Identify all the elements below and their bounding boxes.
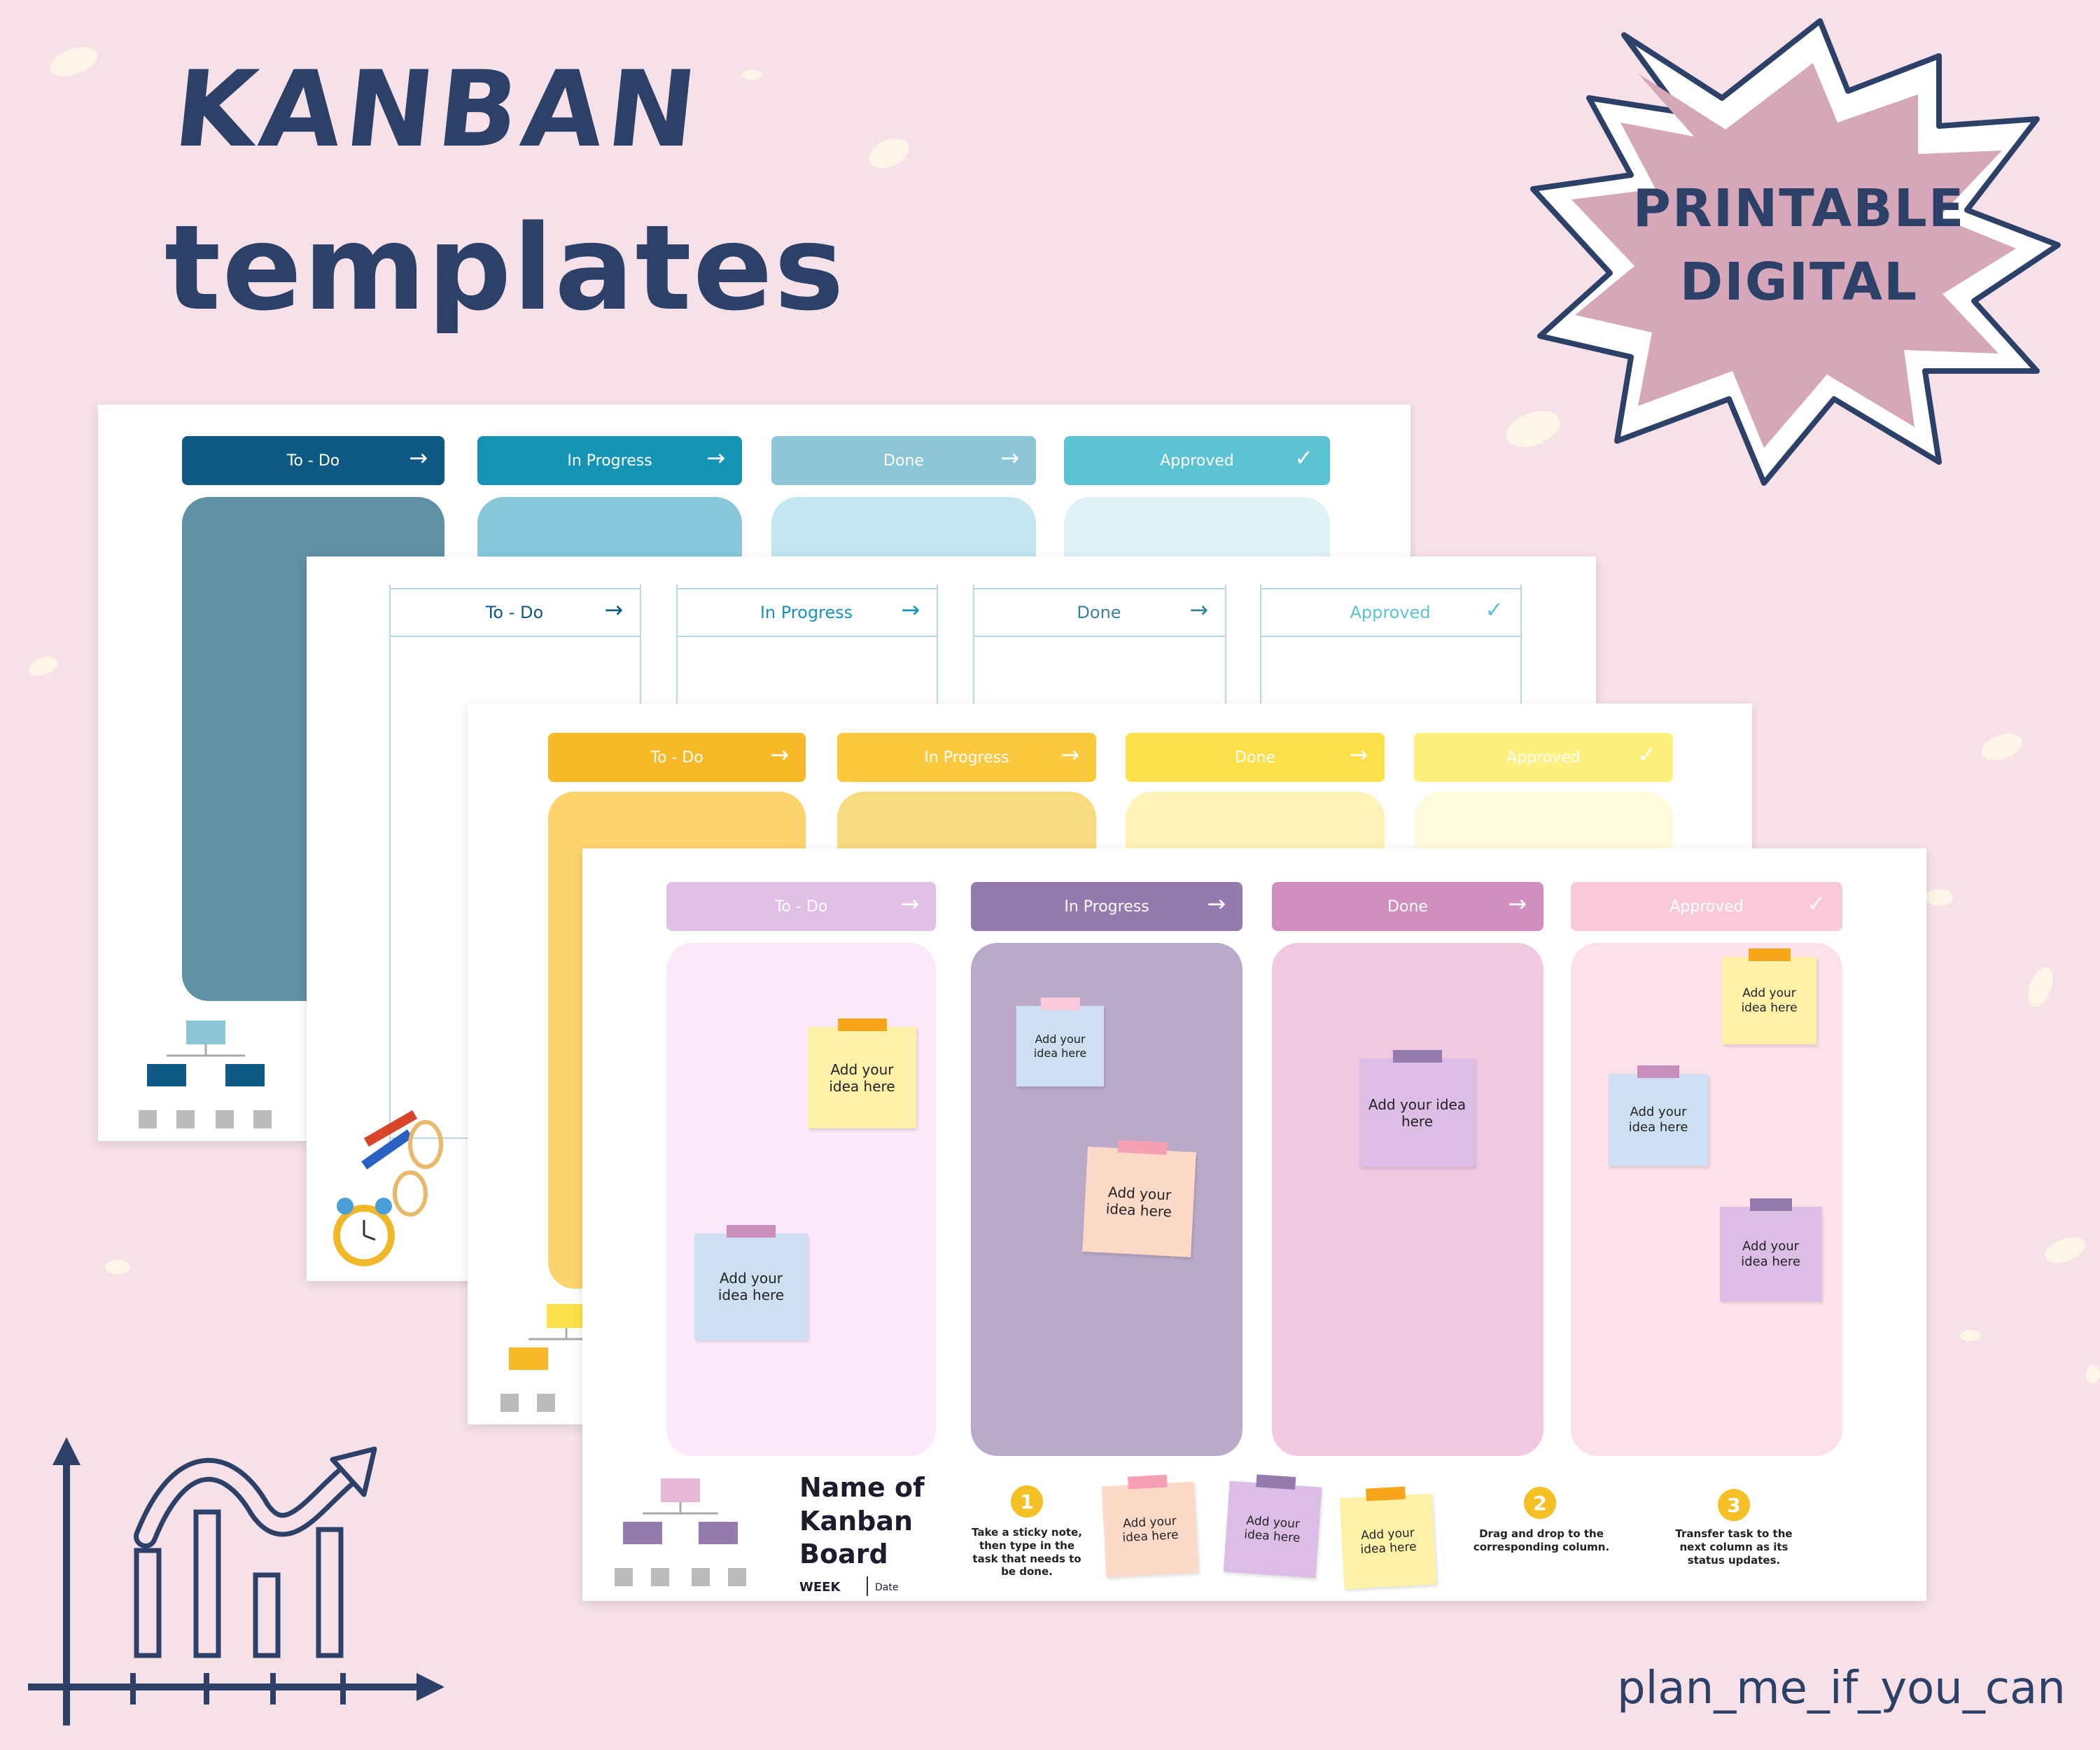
column-header-todo[interactable]: To - Do→ [182,436,444,485]
growth-chart-icon [28,1437,444,1726]
column-header-approved[interactable]: Approved✓ [1064,436,1330,485]
step-1-text: Take a sticky note, then type in the tas… [972,1526,1082,1578]
check-icon: ✓ [1485,596,1504,623]
date-field[interactable]: Date [875,1582,899,1593]
step-3-text: Transfer task to the next column as its … [1675,1527,1793,1567]
arrow-right-icon: → [901,596,920,623]
board-name[interactable]: Name of Kanban Board [799,1472,925,1569]
arrow-right-icon: → [1060,741,1079,768]
arrow-right-icon: → [1207,890,1226,917]
arrow-right-icon: → [1349,741,1368,768]
step-2-text: Drag and drop to the corresponding colum… [1473,1527,1610,1553]
column-todo [666,943,936,1456]
page-title-line1: KANBAN [168,49,706,171]
sticky-note[interactable]: Add your idea here [1223,1474,1322,1578]
column-header-in-progress[interactable]: In Progress→ [837,733,1096,782]
step-number-2: 2 [1524,1487,1556,1519]
arrow-right-icon: → [604,596,623,623]
sticky-note[interactable]: Add your idea here [1609,1065,1708,1166]
sticky-note[interactable]: Add your idea here [808,1018,916,1128]
column-header-done[interactable]: Done→ [1126,733,1385,782]
check-icon: ✓ [1807,890,1826,917]
step-number-1: 1 [1011,1485,1043,1518]
arrow-right-icon: → [900,890,919,917]
column-header-approved[interactable]: Approved✓ [1571,882,1842,931]
brand-handle: plan_me_if_you_can [1617,1662,2066,1714]
sticky-note[interactable]: Add your idea here [1082,1140,1196,1257]
column-header-done[interactable]: Done→ [973,588,1225,637]
arrow-right-icon: → [770,741,789,768]
column-header-in-progress[interactable]: In Progress→ [676,588,937,637]
page-title-line2: templates [164,200,846,337]
column-header-todo[interactable]: To - Do→ [548,733,806,782]
check-icon: ✓ [1637,741,1656,768]
column-header-done[interactable]: Done→ [771,436,1036,485]
arrow-right-icon: → [409,444,428,471]
sticky-note[interactable]: Add your idea here [1016,997,1104,1086]
arrow-right-icon: → [1000,444,1019,471]
org-chart-icon [615,1478,746,1586]
sticky-note[interactable]: Add your idea here [1339,1486,1437,1590]
starburst-badge-icon [1530,18,2061,486]
sticky-note[interactable]: Add your idea here [1722,948,1816,1044]
sticky-note[interactable]: Add your idea here [694,1225,808,1340]
crayons-alarm-clock-icon [333,1110,443,1266]
badge-digital: DIGITAL [1679,252,1919,312]
step-number-3: 3 [1718,1489,1750,1521]
column-header-in-progress[interactable]: In Progress→ [971,882,1242,931]
column-header-todo[interactable]: To - Do→ [666,882,936,931]
sticky-note[interactable]: Add your idea here [1359,1050,1475,1167]
column-header-todo[interactable]: To - Do→ [389,588,640,637]
column-header-approved[interactable]: Approved✓ [1260,588,1520,637]
sticky-note[interactable]: Add your idea here [1720,1198,1821,1301]
kanban-sheet-pastel: To - Do→ In Progress→ Done→ Approved✓ Ad… [582,848,1926,1601]
column-header-done[interactable]: Done→ [1272,882,1544,931]
column-header-approved[interactable]: Approved✓ [1414,733,1673,782]
column-done [1272,943,1544,1456]
sticky-note[interactable]: Add your idea here [1101,1474,1199,1578]
week-label: WEEK [799,1580,841,1595]
arrow-right-icon: → [1508,890,1527,917]
check-icon: ✓ [1294,444,1313,471]
badge-printable: PRINTABLE [1632,178,1966,239]
org-chart-icon [139,1021,272,1128]
arrow-right-icon: → [1189,596,1208,623]
arrow-right-icon: → [706,444,725,471]
column-header-in-progress[interactable]: In Progress→ [477,436,742,485]
